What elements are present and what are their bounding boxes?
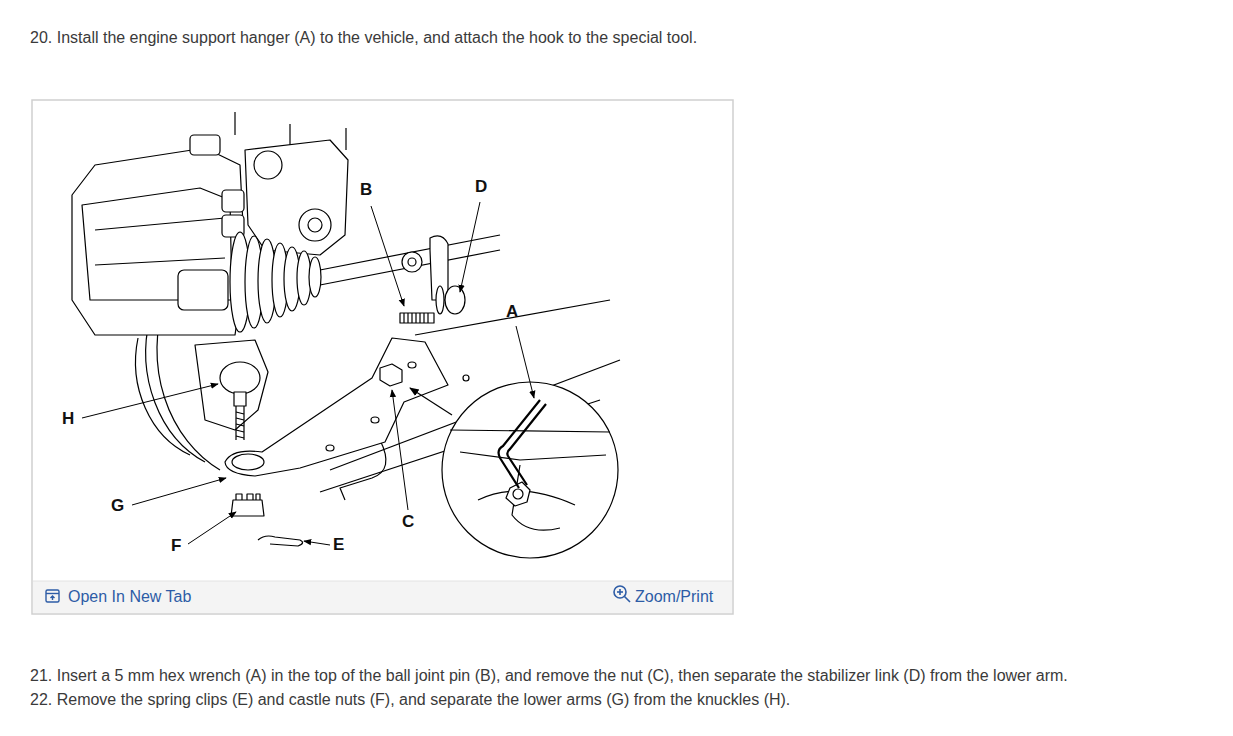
new-tab-icon <box>46 590 59 602</box>
callout-letter: G <box>111 496 124 516</box>
step-text: 22. Remove the spring clips (E) and cast… <box>30 690 790 709</box>
zoom-icon <box>614 586 630 602</box>
step-text: 21. Insert a 5 mm hex wrench (A) in the … <box>30 666 1068 685</box>
callout-letter: E <box>333 535 344 555</box>
step-text: 20. Install the engine support hanger (A… <box>30 28 697 47</box>
callout-letter: A <box>506 302 518 322</box>
figure-toolbar <box>33 581 732 613</box>
suspension-drawing <box>72 112 620 558</box>
toolbar-link: Zoom/Print <box>635 587 713 606</box>
toolbar-link: Open In New Tab <box>68 587 191 606</box>
figure-frame <box>32 100 733 614</box>
callout-letter: D <box>475 177 487 197</box>
leader-lines <box>82 202 534 545</box>
callout-letter: H <box>62 409 74 429</box>
callout-letter: B <box>360 180 372 200</box>
callout-letter: F <box>171 536 181 556</box>
callout-letter: C <box>402 512 414 532</box>
